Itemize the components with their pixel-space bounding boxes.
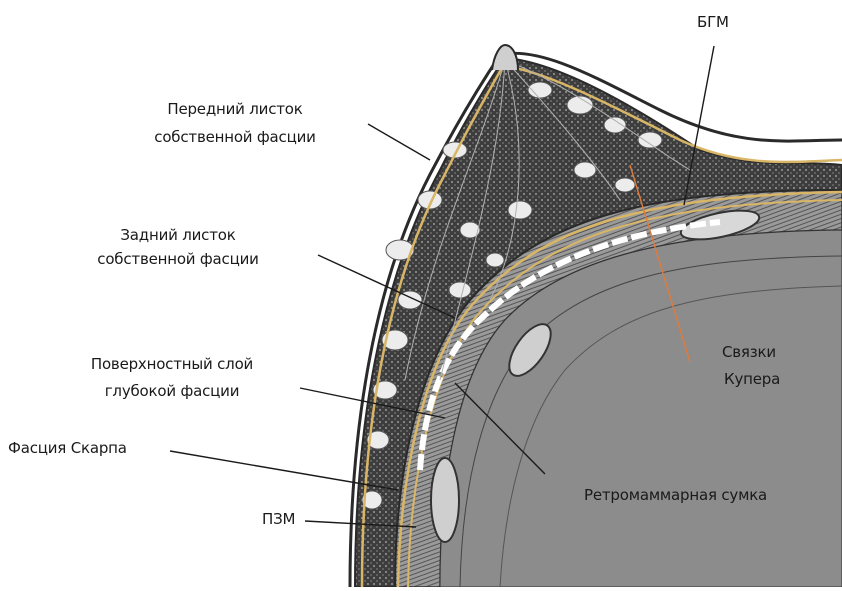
leader-anterior-fascia [368,124,430,160]
label-retromammary-bursa: Ретромаммарная сумка [584,484,767,506]
label-posterior-fascia-line2: собственной фасции [78,248,278,270]
label-superficial-layer-line1: Поверхностный слой [72,353,272,375]
label-bgm: БГМ [697,11,729,33]
label-cooper-line1: Связки [722,341,776,363]
label-cooper-line2: Купера [724,368,780,390]
label-anterior-fascia-line1: Передний листок [135,98,335,120]
label-anterior-fascia-line2: собственной фасции [135,126,335,148]
label-superficial-layer-line2: глубокой фасции [72,380,272,402]
nipple [492,45,518,70]
rib-section [431,458,459,542]
label-posterior-fascia-line1: Задний листок [78,224,278,246]
label-pzm: ПЗМ [262,508,295,530]
label-scarpa-fascia: Фасция Скарпа [8,437,127,459]
